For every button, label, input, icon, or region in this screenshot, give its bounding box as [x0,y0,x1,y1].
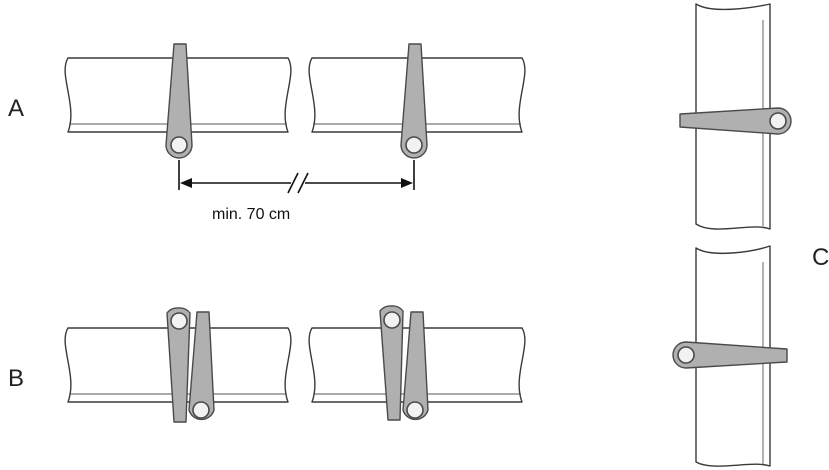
label-a: A [8,95,24,122]
distance-dimension: min. 70 cm [178,160,415,223]
row-b: B [8,305,526,423]
clip-c-bottom [672,341,788,369]
clip-c-top [679,107,792,135]
distance-label: min. 70 cm [212,206,290,223]
label-c: C [812,244,829,271]
column-c: C [672,3,829,467]
clip-pair-b-right [379,305,429,421]
clip-pair-b-left [166,307,215,423]
clip-a-right [400,43,428,159]
row-a: A min. 70 cm [8,43,526,223]
clip-a-left [165,43,193,159]
label-b: B [8,365,24,392]
